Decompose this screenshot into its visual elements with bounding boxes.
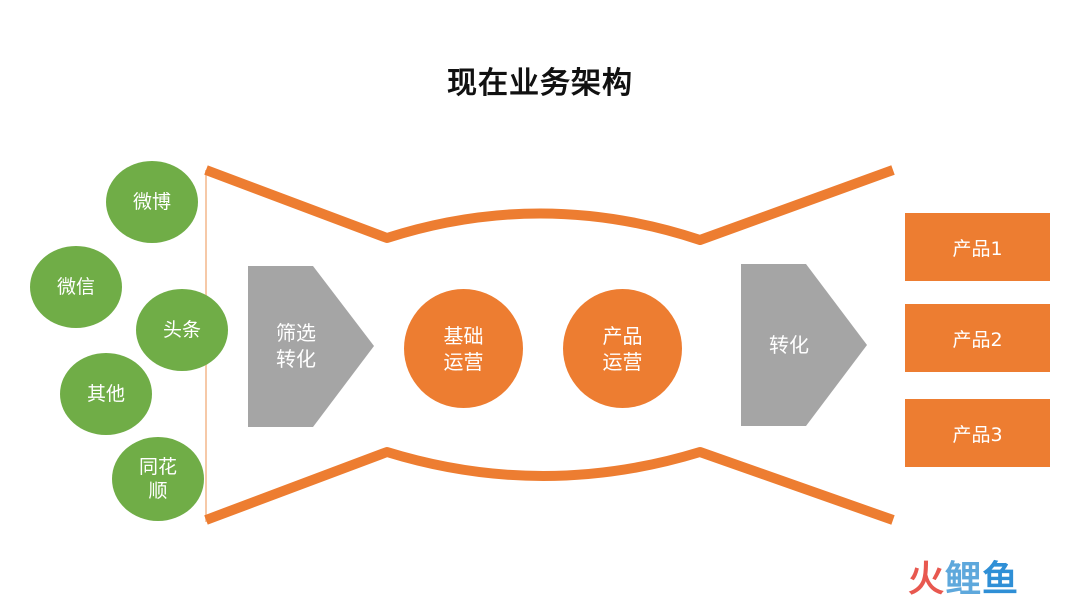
product-box-3: 产品3 <box>905 399 1050 467</box>
source-weibo: 微博 <box>106 161 198 243</box>
watermark-char-3: 鱼 <box>982 559 1020 600</box>
basic-operations-circle: 基础 运营 <box>404 289 523 408</box>
product-operations-circle: 产品 运营 <box>563 289 682 408</box>
source-wechat: 微信 <box>30 246 122 328</box>
product-box-2: 产品2 <box>905 304 1050 372</box>
watermark-char-1: 火 <box>908 559 946 600</box>
convert-label: 转化 <box>769 333 809 357</box>
filter-convert-arrow <box>248 266 374 427</box>
product-box-1: 产品1 <box>905 213 1050 281</box>
convert-arrow <box>741 264 867 426</box>
watermark-logo: 火鲤鱼 <box>908 560 1019 600</box>
watermark-char-2: 鲤 <box>945 559 983 600</box>
filter-convert-label: 筛选 转化 <box>276 321 316 371</box>
source-other: 其他 <box>60 353 152 435</box>
source-tonghuashun: 同花 顺 <box>112 437 204 521</box>
page-title: 现在业务架构 <box>447 66 633 101</box>
funnel-bottom-line <box>204 447 895 525</box>
funnel-top-line <box>204 165 895 245</box>
source-toutiao: 头条 <box>136 289 228 371</box>
